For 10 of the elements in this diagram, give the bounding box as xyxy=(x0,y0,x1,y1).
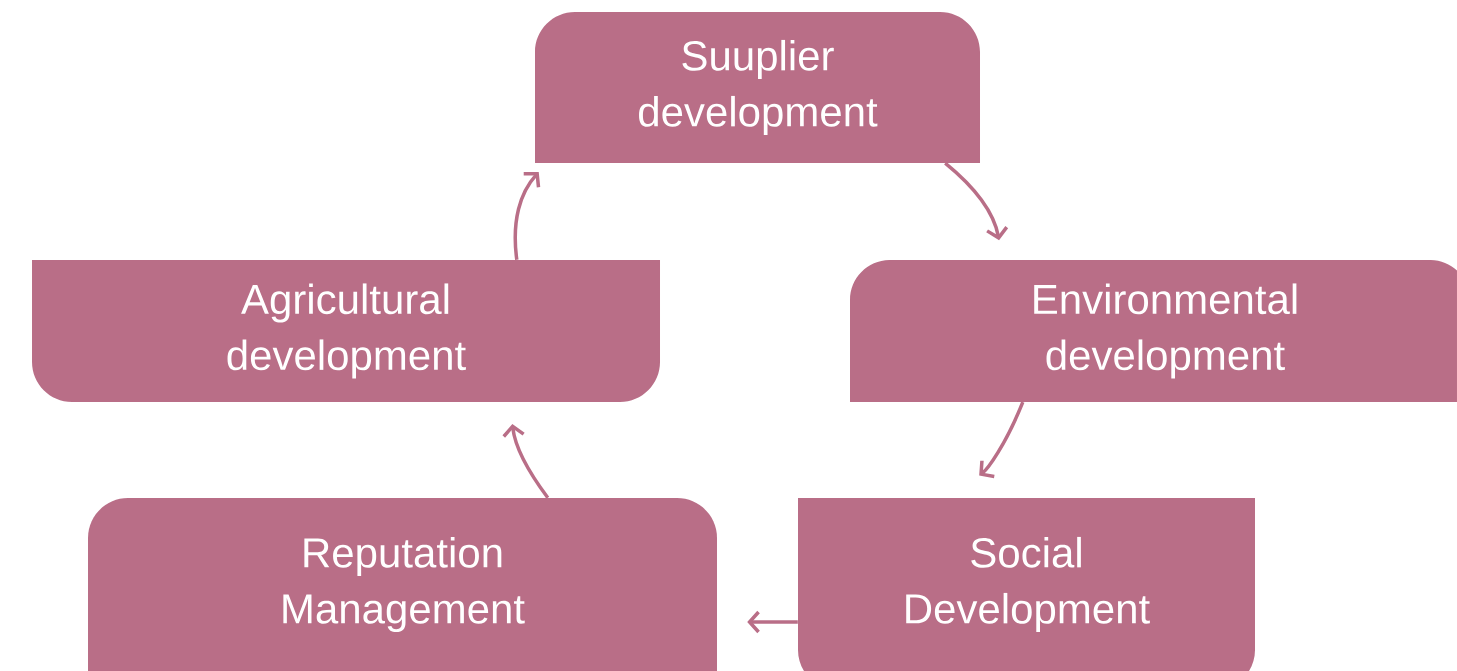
process-box: Social Development xyxy=(798,498,1255,671)
arrow xyxy=(502,424,550,499)
arrow xyxy=(979,401,1025,479)
process-box: Environmental development xyxy=(850,260,1457,402)
process-box: Reputation Management xyxy=(88,498,717,671)
process-box: Agricultural development xyxy=(32,260,660,402)
process-box: Suuplier development xyxy=(535,12,980,163)
arrow xyxy=(747,610,798,634)
arrow xyxy=(513,172,541,260)
arrow xyxy=(944,161,1009,241)
